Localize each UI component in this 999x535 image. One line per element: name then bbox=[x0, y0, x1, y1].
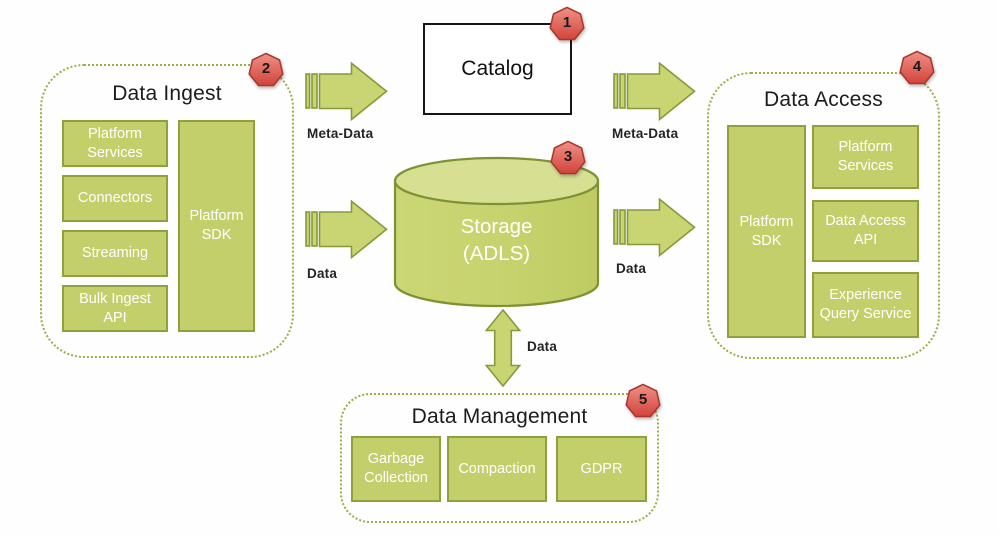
catalog-box: Catalog bbox=[423, 23, 572, 115]
data-label: Data bbox=[307, 266, 338, 281]
data-management-title: Data Management bbox=[411, 405, 588, 428]
step-badge-3: 3 bbox=[550, 140, 586, 176]
bulk-ingest-api-box: Bulk Ingest API bbox=[62, 285, 168, 332]
storage-to-access-arrow-icon bbox=[613, 198, 696, 257]
connectors-box: Connectors bbox=[62, 175, 168, 222]
data-access-group: Data Access Platform SDK Platform Servic… bbox=[707, 72, 940, 359]
data-ingest-title: Data Ingest bbox=[112, 82, 222, 105]
heptagon-marker-icon bbox=[899, 50, 935, 85]
storage-label-line1: Storage bbox=[460, 215, 533, 238]
catalog-label: Catalog bbox=[461, 57, 534, 80]
ingest-to-catalog-arrow-icon bbox=[305, 62, 388, 121]
streaming-box: Streaming bbox=[62, 230, 168, 277]
badge-number: 2 bbox=[261, 60, 271, 77]
platform-services-box: Platform Services bbox=[62, 120, 168, 167]
ingest-to-storage-arrow-icon bbox=[305, 200, 388, 259]
storage-cylinder: Storage (ADLS) bbox=[393, 155, 600, 310]
meta-data-label: Meta-Data bbox=[307, 126, 374, 141]
heptagon-marker-icon bbox=[550, 140, 586, 175]
data-access-api-box: Data Access API bbox=[812, 200, 919, 262]
data-label: Data bbox=[527, 339, 558, 354]
step-badge-5: 5 bbox=[625, 383, 661, 419]
heptagon-marker-icon bbox=[625, 383, 661, 418]
platform-sdk-box: Platform SDK bbox=[727, 125, 806, 338]
platform-services-box: Platform Services bbox=[812, 125, 919, 189]
step-badge-4: 4 bbox=[899, 50, 935, 86]
step-badge-2: 2 bbox=[248, 52, 284, 88]
gdpr-box: GDPR bbox=[556, 436, 647, 502]
heptagon-marker-icon bbox=[248, 52, 284, 87]
data-access-title: Data Access bbox=[764, 88, 883, 111]
badge-number: 1 bbox=[562, 14, 572, 31]
data-label: Data bbox=[616, 261, 647, 276]
storage-to-management-double-arrow-icon bbox=[485, 309, 521, 387]
experience-query-service-box: Experience Query Service bbox=[812, 272, 919, 338]
data-ingest-group: Data Ingest Platform Services Connectors… bbox=[40, 64, 294, 358]
badge-number: 3 bbox=[563, 148, 573, 165]
storage-label: Storage (ADLS) bbox=[393, 213, 600, 267]
compaction-box: Compaction bbox=[447, 436, 547, 502]
cylinder-icon bbox=[393, 156, 600, 308]
catalog-to-access-arrow-icon bbox=[613, 62, 696, 121]
badge-number: 5 bbox=[638, 391, 648, 408]
data-management-group: Data Management Garbage Collection Compa… bbox=[340, 393, 659, 523]
badge-number: 4 bbox=[912, 58, 922, 75]
platform-sdk-box: Platform SDK bbox=[178, 120, 255, 332]
storage-label-line2: (ADLS) bbox=[462, 242, 531, 266]
garbage-collection-box: Garbage Collection bbox=[351, 436, 441, 502]
heptagon-marker-icon bbox=[549, 6, 585, 41]
step-badge-1: 1 bbox=[549, 6, 585, 42]
meta-data-label: Meta-Data bbox=[612, 126, 679, 141]
